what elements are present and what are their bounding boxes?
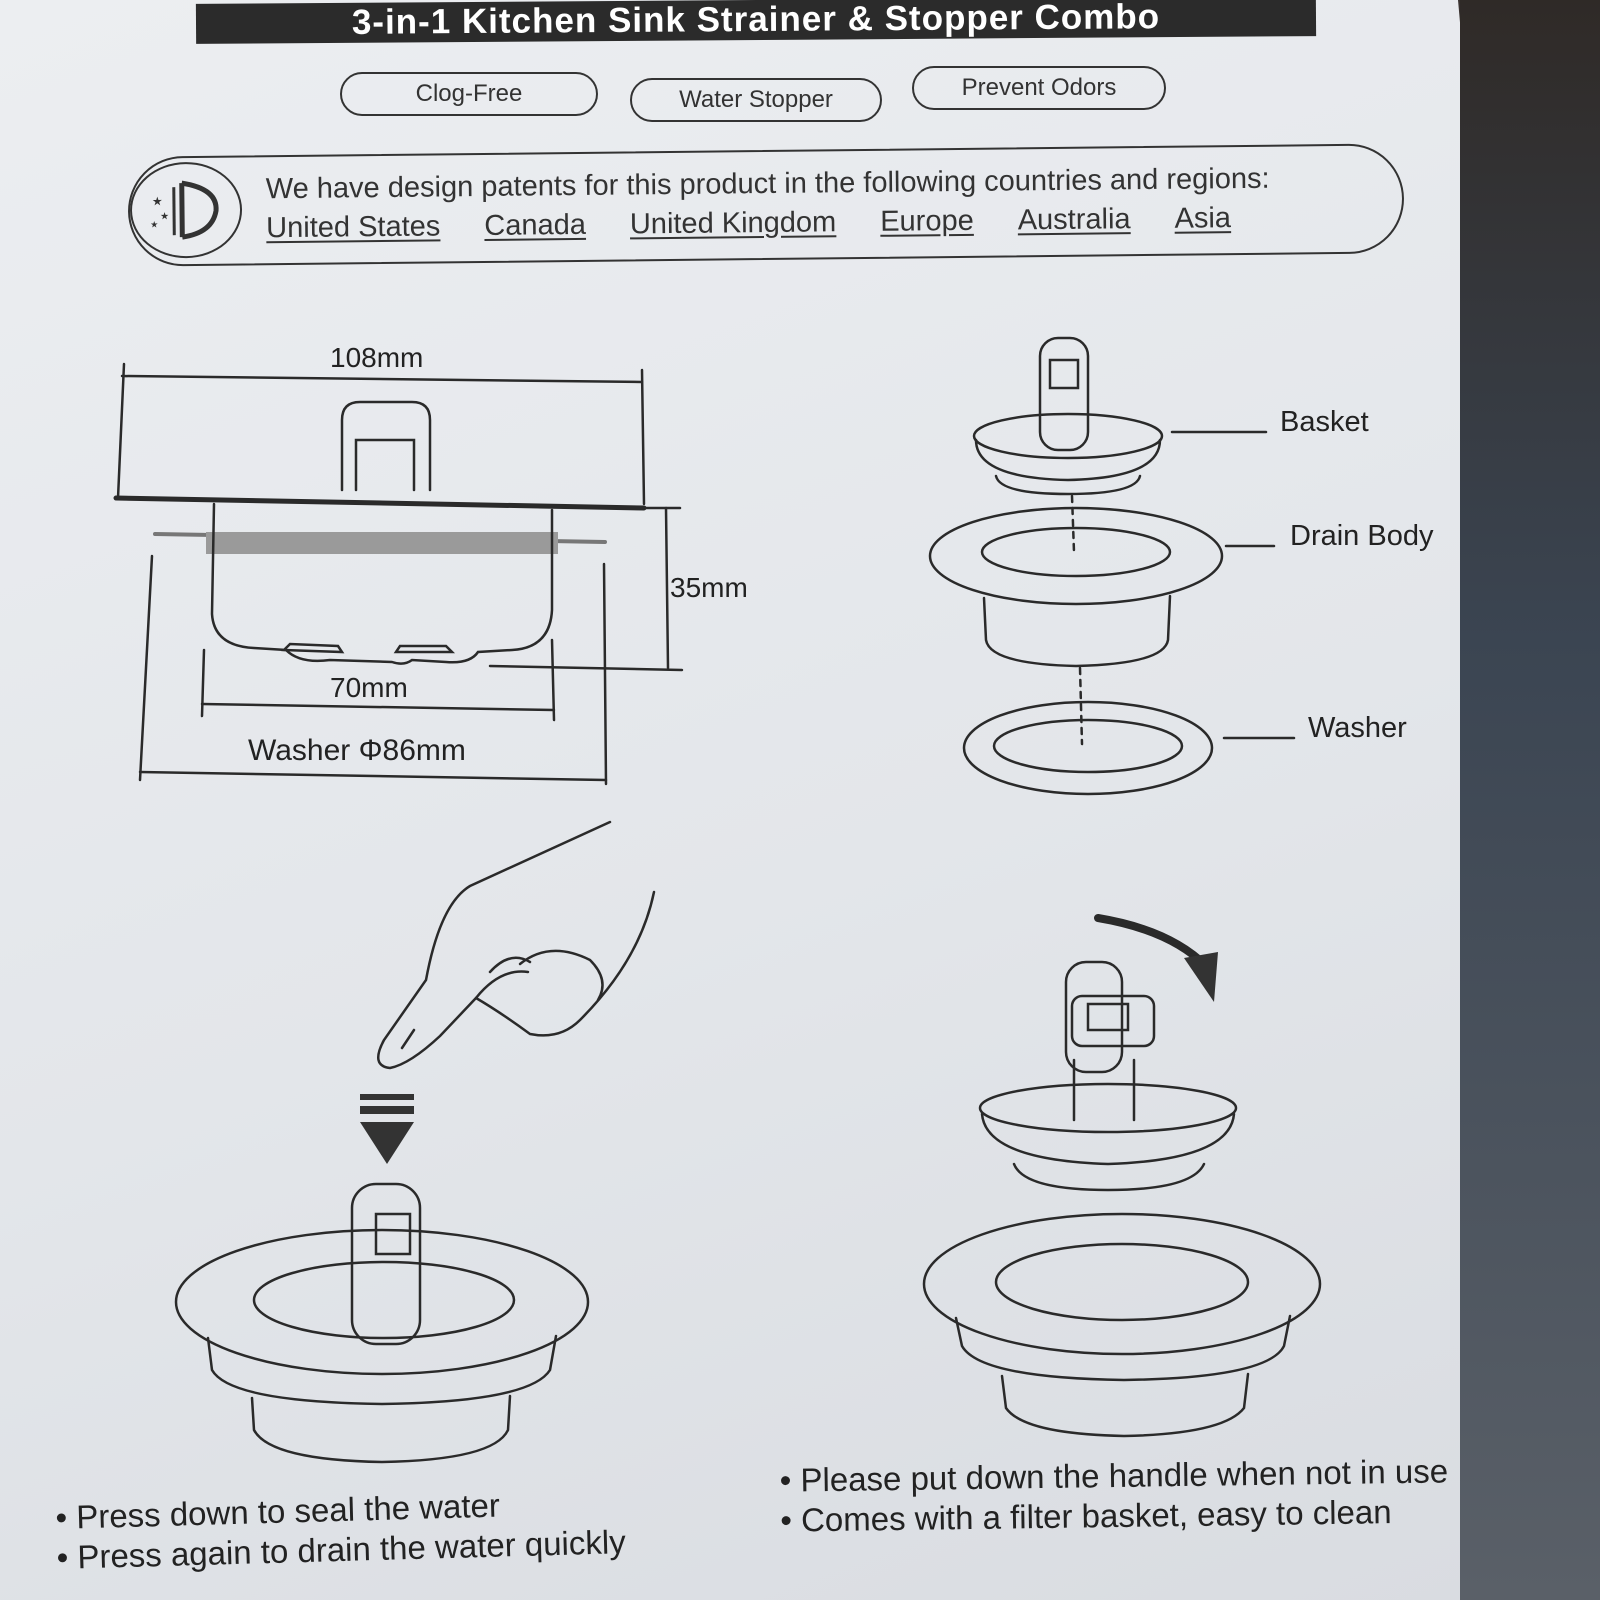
stopper-pressed-drawing: [174, 1182, 590, 1464]
instructions-left: Press down to seal the water Press again…: [55, 1482, 626, 1578]
feature-pill-water-stopper: Water Stopper: [630, 78, 882, 122]
dimension-drawing: [113, 362, 684, 786]
feature-pill-prevent-odors: Prevent Odors: [912, 66, 1166, 110]
basket-drawing: [972, 336, 1164, 496]
svg-text:★: ★: [152, 194, 163, 208]
dimension-height: 35mm: [670, 572, 748, 603]
washer-drawing: [962, 700, 1214, 796]
part-label-basket: Basket: [1280, 406, 1369, 438]
feature-pill-clog-free: Clog-Free: [340, 72, 598, 116]
background-surface: [1460, 0, 1600, 1600]
svg-text:★: ★: [150, 219, 158, 229]
handle-down-drawing: [922, 914, 1322, 1438]
dimension-washer: Washer Φ86mm: [248, 734, 466, 767]
patent-logo-icon: ★ ★ ★: [129, 161, 243, 259]
patent-notice: ★ ★ ★ We have design patents for this pr…: [127, 143, 1405, 267]
pressing-hand-drawing: [377, 820, 656, 1070]
part-label-washer: Washer: [1308, 712, 1407, 744]
part-label-drain-body: Drain Body: [1290, 520, 1434, 552]
instructions-right: Please put down the handle when not in u…: [779, 1451, 1448, 1540]
drain-body-drawing: [928, 506, 1224, 668]
svg-text:★: ★: [160, 211, 169, 222]
instruction-sheet: [0, 0, 1480, 1600]
dimension-width-top: 108mm: [330, 342, 424, 373]
dimension-basket-width: 70mm: [330, 672, 408, 703]
